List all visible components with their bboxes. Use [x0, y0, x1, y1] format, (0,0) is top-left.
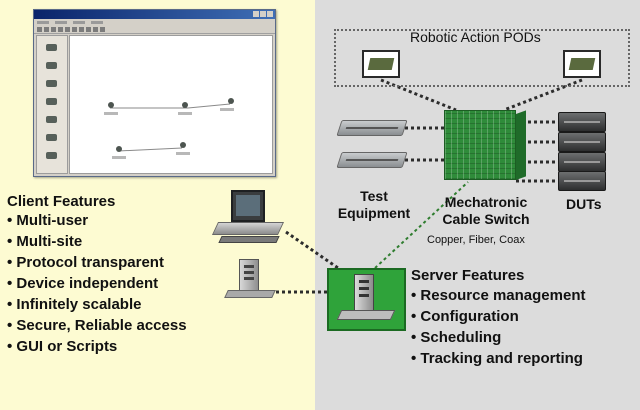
- client-features-heading: Client Features: [7, 193, 116, 210]
- test-equipment-icon: [336, 152, 408, 168]
- test-equipment-icon: [336, 120, 408, 136]
- feature-item: Scheduling: [411, 327, 585, 348]
- cable-switch-label-line: Cable Switch: [442, 211, 530, 227]
- robotic-pod-icon: [563, 50, 601, 78]
- palette-item-icon: [46, 116, 57, 123]
- workstation-base: [211, 222, 285, 235]
- dut-rack-icon: [558, 112, 606, 132]
- tower-pc-base: [224, 290, 276, 298]
- test-equipment-label: Test Equipment: [326, 188, 422, 222]
- app-menubar: [34, 19, 275, 25]
- palette-item-icon: [46, 62, 57, 69]
- palette-item-icon: [46, 134, 57, 141]
- app-toolbar: [34, 25, 275, 34]
- palette-item-icon: [46, 44, 57, 51]
- robotic-pods-label: Robotic Action PODs: [410, 29, 541, 45]
- feature-item: Device independent: [7, 273, 187, 294]
- application-window-icon: [33, 9, 276, 177]
- feature-item: Multi-site: [7, 231, 187, 252]
- feature-item: Secure, Reliable access: [7, 315, 186, 336]
- dut-rack-icon: [558, 171, 606, 191]
- server-features-heading: Server Features: [411, 267, 525, 284]
- client-features-list: Multi-userMulti-siteProtocol transparent…: [7, 210, 187, 357]
- topology-node-label: [220, 108, 234, 111]
- test-equipment-label-line: Equipment: [337, 205, 411, 221]
- feature-item: Infinitely scalable: [7, 294, 187, 315]
- feature-item: Resource management: [411, 285, 585, 306]
- duts-label: DUTs: [566, 196, 602, 212]
- server-features-list: Resource managementConfigurationScheduli…: [411, 285, 585, 369]
- feature-item: Configuration: [411, 306, 585, 327]
- topology-node-icon: [180, 142, 186, 148]
- test-equipment-label-line: Test: [360, 188, 388, 204]
- tower-pc-icon: [239, 259, 259, 293]
- server-tower: [354, 274, 374, 316]
- feature-item: GUI or Scripts: [7, 336, 187, 357]
- workstation-icon: [231, 190, 265, 222]
- window-controls: [253, 11, 273, 17]
- palette-item-icon: [46, 98, 57, 105]
- robotic-pod-icon: [362, 50, 400, 78]
- palette-item-icon: [46, 80, 57, 87]
- app-titlebar: [34, 10, 275, 19]
- cable-switch-icon: [444, 110, 516, 180]
- palette-item-icon: [46, 152, 57, 159]
- topology-node-icon: [116, 146, 122, 152]
- topology-node-label: [176, 152, 190, 155]
- cable-switch-sublabel: Copper, Fiber, Coax: [427, 234, 525, 246]
- robotic-pods-group: [334, 29, 630, 87]
- server-base: [336, 310, 396, 320]
- topology-node-label: [112, 156, 126, 159]
- cable-switch-side: [516, 110, 526, 180]
- keyboard-icon: [218, 236, 280, 243]
- cable-switch-label: Mechatronic Cable Switch: [432, 194, 540, 228]
- topology-links: [110, 103, 231, 152]
- topology-node-label: [104, 112, 118, 115]
- dut-rack-icon: [558, 132, 606, 152]
- feature-item: Protocol transparent: [7, 252, 187, 273]
- dut-rack-icon: [558, 152, 606, 172]
- app-body: [36, 35, 273, 174]
- feature-item: Multi-user: [7, 210, 187, 231]
- connection-pc-server: [285, 230, 339, 270]
- device-palette: [36, 35, 68, 174]
- topology-node-label: [178, 112, 192, 115]
- feature-item: Tracking and reporting: [411, 348, 585, 369]
- topology-node-icon: [182, 102, 188, 108]
- topology-node-icon: [108, 102, 114, 108]
- topology-canvas: [69, 35, 273, 174]
- topology-node-icon: [228, 98, 234, 104]
- cable-switch-label-line: Mechatronic: [444, 194, 528, 210]
